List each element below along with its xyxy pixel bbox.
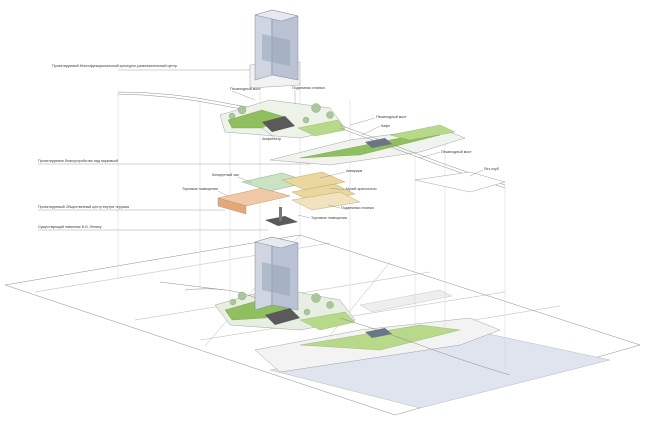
projection-lines (117, 80, 506, 370)
tower-base-copy (254, 236, 299, 311)
label-underground-parking-top: Подземная стоянка (292, 86, 325, 90)
label-monument: Существующий памятник В.И. Ленину (38, 225, 102, 229)
leader-lines (38, 69, 484, 231)
label-pedestrian-bridge-1: Пешеходный мост (230, 87, 261, 91)
label-shops-2: Торговые помещения (311, 216, 347, 220)
upper-landscape-level (117, 91, 506, 193)
program-blocks (217, 171, 361, 226)
label-cafe: Кафе (381, 124, 390, 128)
label-aquarium: Аквариум (346, 169, 363, 173)
label-river-descent: Яхт-клуб (484, 167, 499, 171)
label-public-center: Проектируемый Общественный центр внутри … (38, 205, 130, 209)
label-underground-parking: Подземная стоянка (341, 206, 374, 210)
label-pedestrian-bridge-3: Пешеходный мост (441, 150, 472, 154)
base-landscape-copy (159, 281, 511, 376)
multifunctional-tower (249, 9, 301, 89)
label-concert-hall: Концертный зал (212, 173, 239, 177)
label-shops-1: Торговые помещения (182, 187, 218, 191)
label-landscaping-over-parking: Проектируемое благоустройство над парков… (38, 159, 118, 163)
label-amphitheatre: Амфитеатр (262, 137, 281, 141)
label-multifunctional-center: Проектируемый Многофункциональный культу… (52, 64, 177, 68)
diagram-labels: Проектируемый Многофункциональный культу… (38, 64, 499, 229)
label-pedestrian-bridge-2: Пешеходный мост (376, 115, 407, 119)
label-museum: Музей археологии (346, 187, 377, 191)
